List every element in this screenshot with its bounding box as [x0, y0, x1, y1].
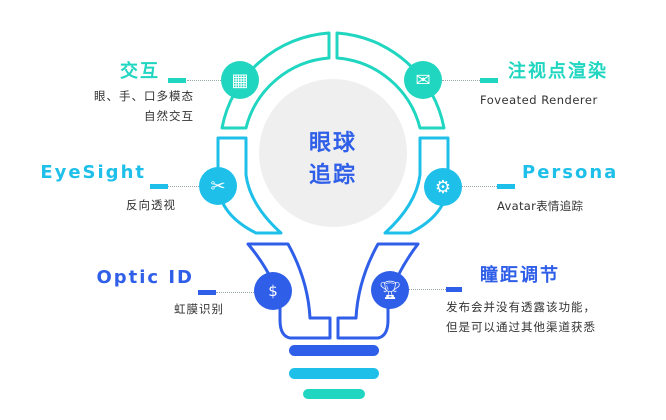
persona-title: Persona	[522, 162, 619, 183]
foveated-desc: Foveated Renderer	[480, 93, 598, 107]
interaction-desc: 眼、手、口多模态 自然交互	[94, 89, 194, 123]
segment-top-right	[335, 31, 446, 130]
connector-opticid	[216, 292, 254, 293]
eyesight-title: EyeSight	[40, 162, 146, 183]
dash-eyesight	[150, 184, 168, 189]
foveated-title: 注视点渲染	[508, 61, 608, 82]
persona-desc: Avatar表情追踪	[497, 199, 584, 213]
segment-top-left	[220, 31, 331, 130]
eyesight-desc: 反向透视	[126, 198, 176, 212]
opticid-desc: 虹膜识别	[174, 302, 224, 316]
dash-foveated	[480, 78, 498, 83]
trophy-icon: 🏆︎	[371, 271, 409, 309]
dash-ipd	[446, 287, 462, 292]
connector-eyesight	[168, 186, 199, 187]
ipd-desc: 发布会并没有透露该功能， 但是可以通过其他渠道获悉	[446, 300, 596, 334]
opticid-title: Optic ID	[96, 267, 194, 288]
message-clock-icon: ✉	[404, 61, 442, 99]
base-bar-1	[289, 345, 379, 356]
store-gear-icon: ⚙	[424, 168, 462, 206]
center-circle	[259, 79, 407, 227]
base-bar-3	[303, 389, 365, 399]
base-bar-2	[289, 368, 379, 379]
connector-persona	[462, 186, 497, 187]
center-title: 眼球 追踪	[308, 131, 357, 188]
scissors-icon: ✂	[199, 167, 237, 205]
dash-interaction	[168, 78, 186, 83]
dash-persona	[497, 184, 515, 189]
connector-foveated	[442, 80, 480, 81]
ipd-title: 瞳距调节	[480, 265, 560, 286]
interaction-title: 交互	[120, 61, 160, 82]
dash-opticid	[198, 290, 216, 295]
dollar-chat-icon: $	[254, 272, 292, 310]
connector-interaction	[187, 80, 221, 81]
connector-ipd	[409, 289, 446, 290]
calendar-icon: ▦	[221, 61, 259, 99]
